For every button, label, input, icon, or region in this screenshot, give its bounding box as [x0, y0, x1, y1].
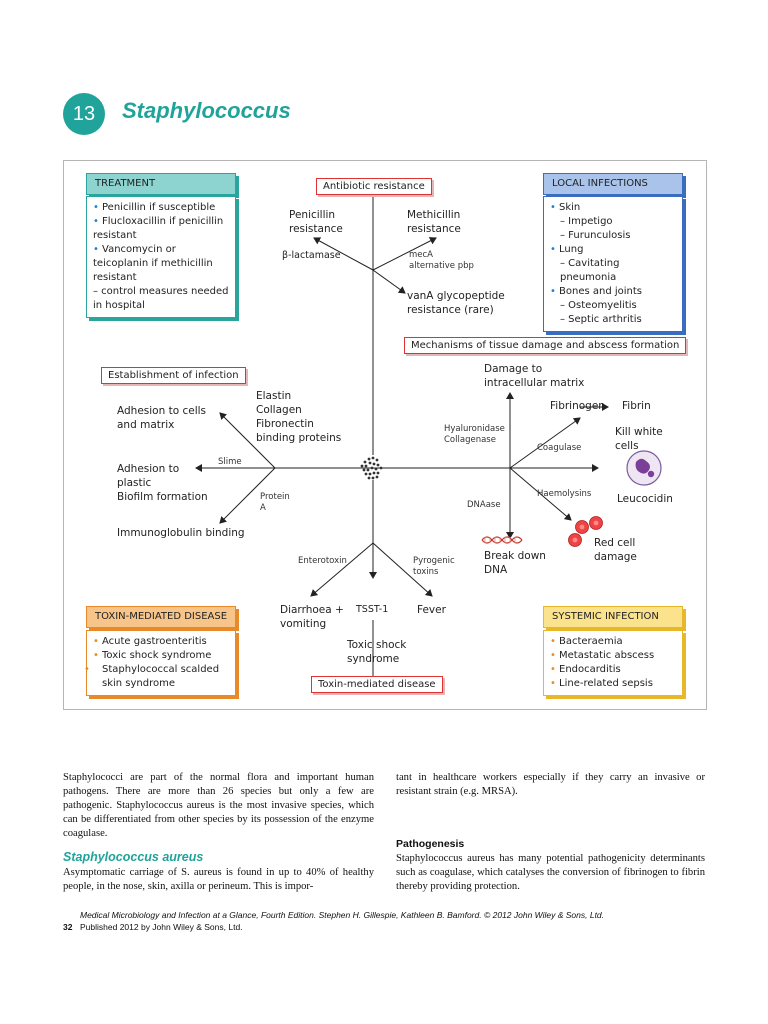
enterotoxin-label: Enterotoxin [298, 556, 347, 566]
mechanisms-tag: Mechanisms of tissue damage and abscess … [404, 337, 687, 354]
slime-label: Slime [218, 457, 242, 467]
dnaase-label: DNAase [467, 500, 501, 510]
treatment-panel: TREATMENT [86, 173, 236, 195]
leucocidin-label: Leucocidin [617, 493, 673, 505]
haemolysins-label: Haemolysins [537, 489, 592, 499]
toxin-mediated-tag: Toxin-mediated disease [311, 676, 443, 693]
list-item: – Osteomyelitis [560, 300, 637, 311]
chapter-title: Staphylococcus [122, 98, 291, 123]
tsst-label: TSST-1 [356, 604, 389, 615]
adhesion-plastic-label: Adhesion to plastic Biofilm formation [117, 463, 208, 503]
page-number: 32 [63, 922, 73, 932]
local-infections-panel: LOCAL INFECTIONS [543, 173, 683, 195]
toxin-disease-list: •Acute gastroenteritis •Toxic shock synd… [84, 630, 236, 696]
fever-label: Fever [417, 604, 446, 616]
coagulase-label: Coagulase [537, 443, 582, 453]
systemic-infection-panel: SYSTEMIC INFECTION [543, 606, 683, 628]
systemic-infection-list: •Bacteraemia •Metastatic abscess •Endoca… [543, 630, 683, 696]
list-item: •Bones and joints [550, 286, 642, 297]
list-item: •Flucloxacillin if penicillin resistant [93, 216, 224, 241]
toxin-disease-heading: TOXIN-MEDIATED DISEASE [86, 606, 236, 628]
intro-paragraph: Staphylococci are part of the normal flo… [63, 772, 374, 839]
carriage-paragraph: Asymptomatic carriage of S. aureus is fo… [63, 867, 374, 892]
list-item: •Penicillin if susceptible [93, 202, 216, 213]
section-heading-s-aureus: Staphylococcus aureus [63, 850, 204, 864]
establishment-tag: Establishment of infection [101, 367, 246, 384]
list-item: •Toxic shock syndrome [93, 650, 212, 661]
list-item: – Furunculosis [560, 230, 631, 241]
list-item: – control measures needed in hospital [93, 286, 229, 311]
treatment-heading: TREATMENT [86, 173, 236, 195]
toxin-disease-panel: TOXIN-MEDIATED DISEASE [86, 606, 236, 628]
binding-proteins-label: Elastin Collagen Fibronectin binding pro… [256, 390, 342, 444]
fibrin-label: Fibrin [622, 400, 651, 412]
antibiotic-resistance-tag: Antibiotic resistance [316, 178, 432, 195]
footer-published: Published 2012 by John Wiley & Sons, Ltd… [80, 922, 243, 932]
diarrhoea-label: Diarrhoea +vomiting [280, 604, 344, 630]
immunoglobulin-binding-label: Immunoglobulin binding [117, 527, 245, 539]
list-item: – Impetigo [560, 216, 613, 227]
local-infections-heading: LOCAL INFECTIONS [543, 173, 683, 195]
section-heading-pathogenesis: Pathogenesis [396, 838, 465, 850]
betalactamase-label: β-lactamase [282, 250, 341, 261]
treatment-list: •Penicillin if susceptible •Flucloxacill… [86, 196, 236, 318]
local-infections-list: •Skin – Impetigo – Furunculosis •Lung – … [543, 196, 683, 332]
list-item: – Cavitating pneumonia [560, 258, 620, 283]
fibrinogen-label: Fibrinogen [550, 400, 605, 412]
list-item: •Staphylococcal scalded skin syndrome [84, 664, 220, 689]
list-item: •Acute gastroenteritis [93, 636, 207, 647]
footer-citation: Medical Microbiology and Infection at a … [80, 910, 605, 920]
list-item: – Septic arthritis [560, 314, 642, 325]
pathogenesis-paragraph: Staphylococcus aureus has many potential… [396, 853, 705, 892]
list-item: •Lung [550, 244, 584, 255]
continued-paragraph: tant in healthcare workers especially if… [396, 772, 705, 797]
list-item: •Endocarditis [550, 664, 621, 675]
list-item: •Bacteraemia [550, 636, 623, 647]
list-item: •Skin [550, 202, 581, 213]
list-item: •Vancomycin or teicoplanin if methicilli… [93, 244, 213, 283]
figure-frame [63, 160, 707, 710]
list-item: •Metastatic abscess [550, 650, 655, 661]
list-item: •Line-related sepsis [550, 678, 653, 689]
systemic-infection-heading: SYSTEMIC INFECTION [543, 606, 683, 628]
chapter-number: 13 [63, 93, 105, 135]
